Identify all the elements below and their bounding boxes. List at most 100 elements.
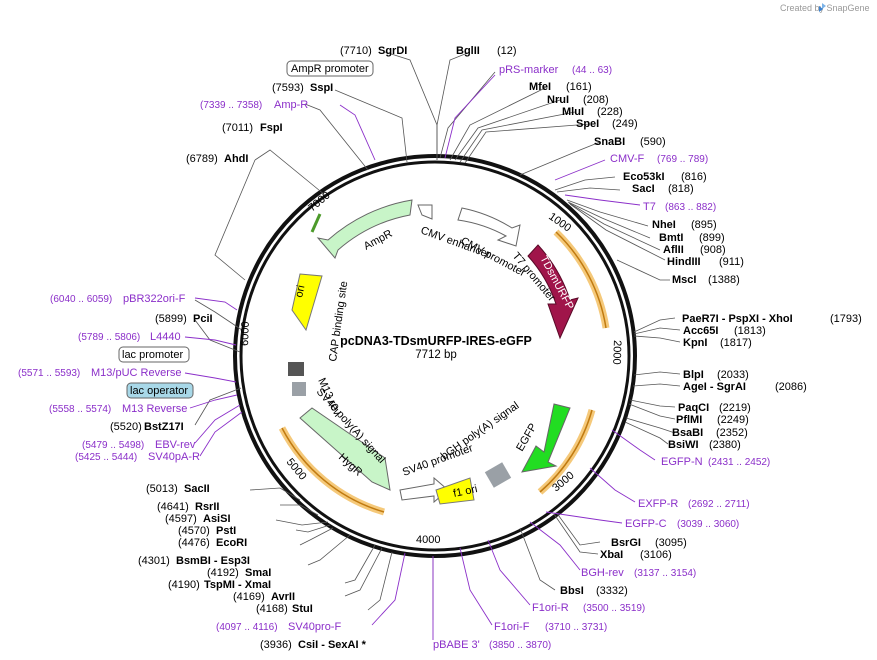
backbone-outer [233, 154, 637, 558]
primer-f1ori-f: F1ori-F (3710 .. 3731) [494, 621, 607, 633]
enzyme-mlui: MluI(228) [562, 106, 623, 118]
backbone-inner [239, 160, 631, 552]
svg-text:(2380): (2380) [709, 439, 741, 451]
svg-text:(2431 .. 2452): (2431 .. 2452) [708, 457, 770, 468]
svg-text:AflII: AflII [663, 244, 684, 256]
leader-lines [194, 51, 681, 620]
enzyme-snabi: SnaBI (590) [594, 136, 666, 148]
svg-text:pBR322ori-F: pBR322ori-F [123, 293, 186, 305]
hygr-arrow [299, 407, 391, 491]
svg-text:(6040 .. 6059): (6040 .. 6059) [50, 294, 112, 305]
svg-text:pBABE 3': pBABE 3' [433, 639, 480, 651]
svg-text:CMV-F: CMV-F [610, 153, 645, 165]
svg-text:SV40pA-R: SV40pA-R [148, 451, 200, 463]
primer-l4440: (5789 .. 5806)L4440 [78, 331, 181, 343]
enzyme-xbai: XbaI(3106) [600, 549, 672, 561]
enzyme-stui: (4168)StuI [256, 603, 313, 615]
svg-text:SpeI: SpeI [576, 118, 599, 130]
svg-text:KpnI: KpnI [683, 337, 707, 349]
svg-text:EBV-rev: EBV-rev [155, 439, 196, 451]
enzyme-msci: MscI(1388) [672, 274, 740, 286]
enzyme-xhoi: PaeR7I - PspXI - XhoI(1793) [682, 313, 862, 325]
svg-text:Eco53kI: Eco53kI [623, 171, 665, 183]
svg-text:FspI: FspI [260, 122, 283, 134]
enzyme-bsiwi: BsiWI(2380) [668, 439, 741, 451]
svg-text:EcoRI: EcoRI [216, 537, 247, 549]
svg-text:(4192): (4192) [207, 567, 239, 579]
svg-text:M13 Reverse: M13 Reverse [122, 403, 187, 415]
boxed-labels: AmpR promoter lac promoter lac operator [118, 60, 374, 399]
svg-text:(1388): (1388) [708, 274, 740, 286]
svg-text:(4169): (4169) [233, 591, 265, 603]
svg-text:(895): (895) [691, 219, 717, 231]
enzyme-bglii: BglII(12) [456, 45, 517, 57]
svg-text:F1ori-F: F1ori-F [494, 621, 530, 633]
tick-4000: 4000 [416, 534, 440, 546]
primer-ebv-rev: (5479 .. 5498)EBV-rev [82, 439, 196, 451]
svg-text:(4476): (4476) [178, 537, 210, 549]
svg-text:BlpI: BlpI [683, 369, 704, 381]
svg-text:BsmBI - Esp3I: BsmBI - Esp3I [176, 555, 250, 567]
lac-operator-label: lac operator [130, 385, 188, 397]
ampr-arrow [316, 199, 413, 259]
svg-text:(3137 .. 3154): (3137 .. 3154) [634, 568, 696, 579]
f1-ori-arrow [435, 477, 475, 505]
enzyme-nrui: NruI(208) [547, 94, 609, 106]
feature-f1-ori: f1 ori [452, 483, 478, 500]
svg-text:TspMI - XmaI: TspMI - XmaI [204, 579, 271, 591]
svg-text:(899): (899) [699, 232, 725, 244]
svg-text:(3106): (3106) [640, 549, 672, 561]
svg-text:(2249): (2249) [717, 414, 749, 426]
enzyme-avrii: (4169)AvrII [233, 591, 295, 603]
enzyme-smai: (4192)SmaI [207, 567, 271, 579]
enzyme-bbsi: BbsI (3332) [560, 585, 628, 597]
primer-lines [184, 74, 656, 640]
svg-text:(3332): (3332) [596, 585, 628, 597]
enzyme-ahdi: (6789)AhdI [186, 153, 248, 165]
enzyme-asisi: (4597)AsiSI [165, 513, 231, 525]
svg-text:(208): (208) [583, 94, 609, 106]
svg-text:HindIII: HindIII [667, 256, 701, 268]
enzyme-bmti: BmtI(899) [659, 232, 725, 244]
svg-text:SnaBI: SnaBI [594, 136, 625, 148]
plasmid-name: pcDNA3-TDsmURFP-IRES-eGFP [340, 334, 532, 348]
tdsmurfp-arrow [527, 244, 579, 340]
svg-text:BbsI: BbsI [560, 585, 584, 597]
svg-text:(3850 .. 3870): (3850 .. 3870) [489, 640, 551, 651]
plasmid-length: 7712 bp [415, 349, 457, 361]
svg-text:BsrGI: BsrGI [611, 537, 641, 549]
svg-text:BglII: BglII [456, 45, 480, 57]
primer-sv40pa-r: (5425 .. 5444)SV40pA-R [75, 451, 200, 463]
svg-text:(818): (818) [668, 183, 694, 195]
ampr-promoter-box [286, 60, 374, 77]
enzyme-spei: SpeI(249) [576, 118, 638, 130]
svg-text:(4097 .. 4116): (4097 .. 4116) [216, 622, 278, 633]
cap-site-box [292, 382, 306, 396]
primer-f1ori-r: F1ori-R(3500 .. 3519) [532, 602, 645, 614]
enzyme-tspmi: (4190) TspMI - XmaI [168, 579, 271, 591]
lac-promoter-box [118, 346, 190, 363]
svg-text:(161): (161) [566, 81, 592, 93]
primer-pbr322ori-f: (6040 .. 6059) pBR322ori-F [50, 293, 186, 305]
feature-cap-binding-site: CAP binding site [327, 280, 350, 362]
svg-text:SspI: SspI [310, 82, 333, 94]
svg-text:(4190): (4190) [168, 579, 200, 591]
enzyme-hindiii: HindIII(911) [667, 256, 744, 268]
svg-text:BstZ17I: BstZ17I [144, 421, 184, 433]
snapgene-logo-icon [819, 3, 826, 12]
enzyme-paqci: PaqCI(2219) [678, 402, 751, 414]
svg-text:SacII: SacII [184, 483, 210, 495]
primer-egfp-n: EGFP-N(2431 .. 2452) [661, 456, 770, 468]
svg-text:M13/pUC Reverse: M13/pUC Reverse [91, 367, 181, 379]
svg-text:Acc65I: Acc65I [683, 325, 718, 337]
svg-text:(3710 .. 3731): (3710 .. 3731) [545, 622, 607, 633]
feature-ori: ori [293, 284, 307, 298]
svg-text:(590): (590) [640, 136, 666, 148]
svg-text:(5520): (5520) [110, 421, 142, 433]
svg-text:PciI: PciI [193, 313, 213, 325]
lac-operator-box [288, 362, 304, 376]
svg-text:(1813): (1813) [734, 325, 766, 337]
svg-text:(44 .. 63): (44 .. 63) [572, 65, 612, 76]
enzyme-rsrii: (4641)RsrII [157, 501, 219, 513]
feature-ampr: AmpR [362, 228, 395, 253]
